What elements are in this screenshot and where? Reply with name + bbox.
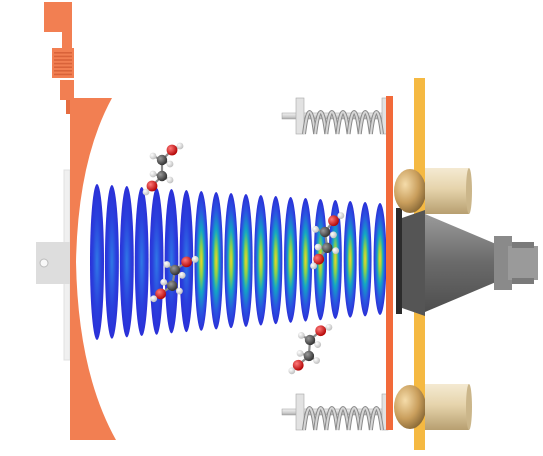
wavefront xyxy=(90,184,104,340)
standing-wave-pattern xyxy=(90,184,387,340)
wavefront xyxy=(119,186,134,338)
wavefront xyxy=(373,203,387,315)
wavefront xyxy=(209,192,223,330)
molecule-layer xyxy=(142,142,345,375)
lower-cylinder-actuator xyxy=(394,384,472,430)
coil-spring-icon xyxy=(281,393,391,431)
wavefront xyxy=(284,196,298,323)
piezo-cone xyxy=(402,210,538,316)
wavefront xyxy=(149,187,164,335)
wavefront xyxy=(328,200,342,319)
upper-cylinder-actuator xyxy=(394,168,472,214)
wavefront xyxy=(239,194,253,327)
coil-spring-icon xyxy=(281,97,391,135)
plate-inner-edge xyxy=(396,208,402,314)
ethylene-glycol-molecule-icon xyxy=(310,212,345,270)
wavefront xyxy=(134,187,149,337)
left-window xyxy=(36,169,71,361)
spring-assembly xyxy=(281,97,391,431)
wavefront xyxy=(164,189,179,334)
wavefront xyxy=(269,196,283,325)
ethylene-glycol-molecule-icon xyxy=(288,323,333,375)
wavefront xyxy=(254,195,268,326)
ethylene-glycol-molecule-icon xyxy=(150,255,199,303)
wavefront xyxy=(104,185,119,339)
wavefront xyxy=(224,193,238,329)
ethylene-glycol-molecule-icon xyxy=(142,142,184,196)
wavefront xyxy=(298,197,313,322)
right-mirror-plate xyxy=(386,96,393,430)
mirror-mount-bracket xyxy=(44,2,76,114)
wavefront xyxy=(358,202,372,317)
curved-mirror xyxy=(70,98,116,440)
wavefront xyxy=(194,191,209,331)
wavefront xyxy=(343,201,357,318)
